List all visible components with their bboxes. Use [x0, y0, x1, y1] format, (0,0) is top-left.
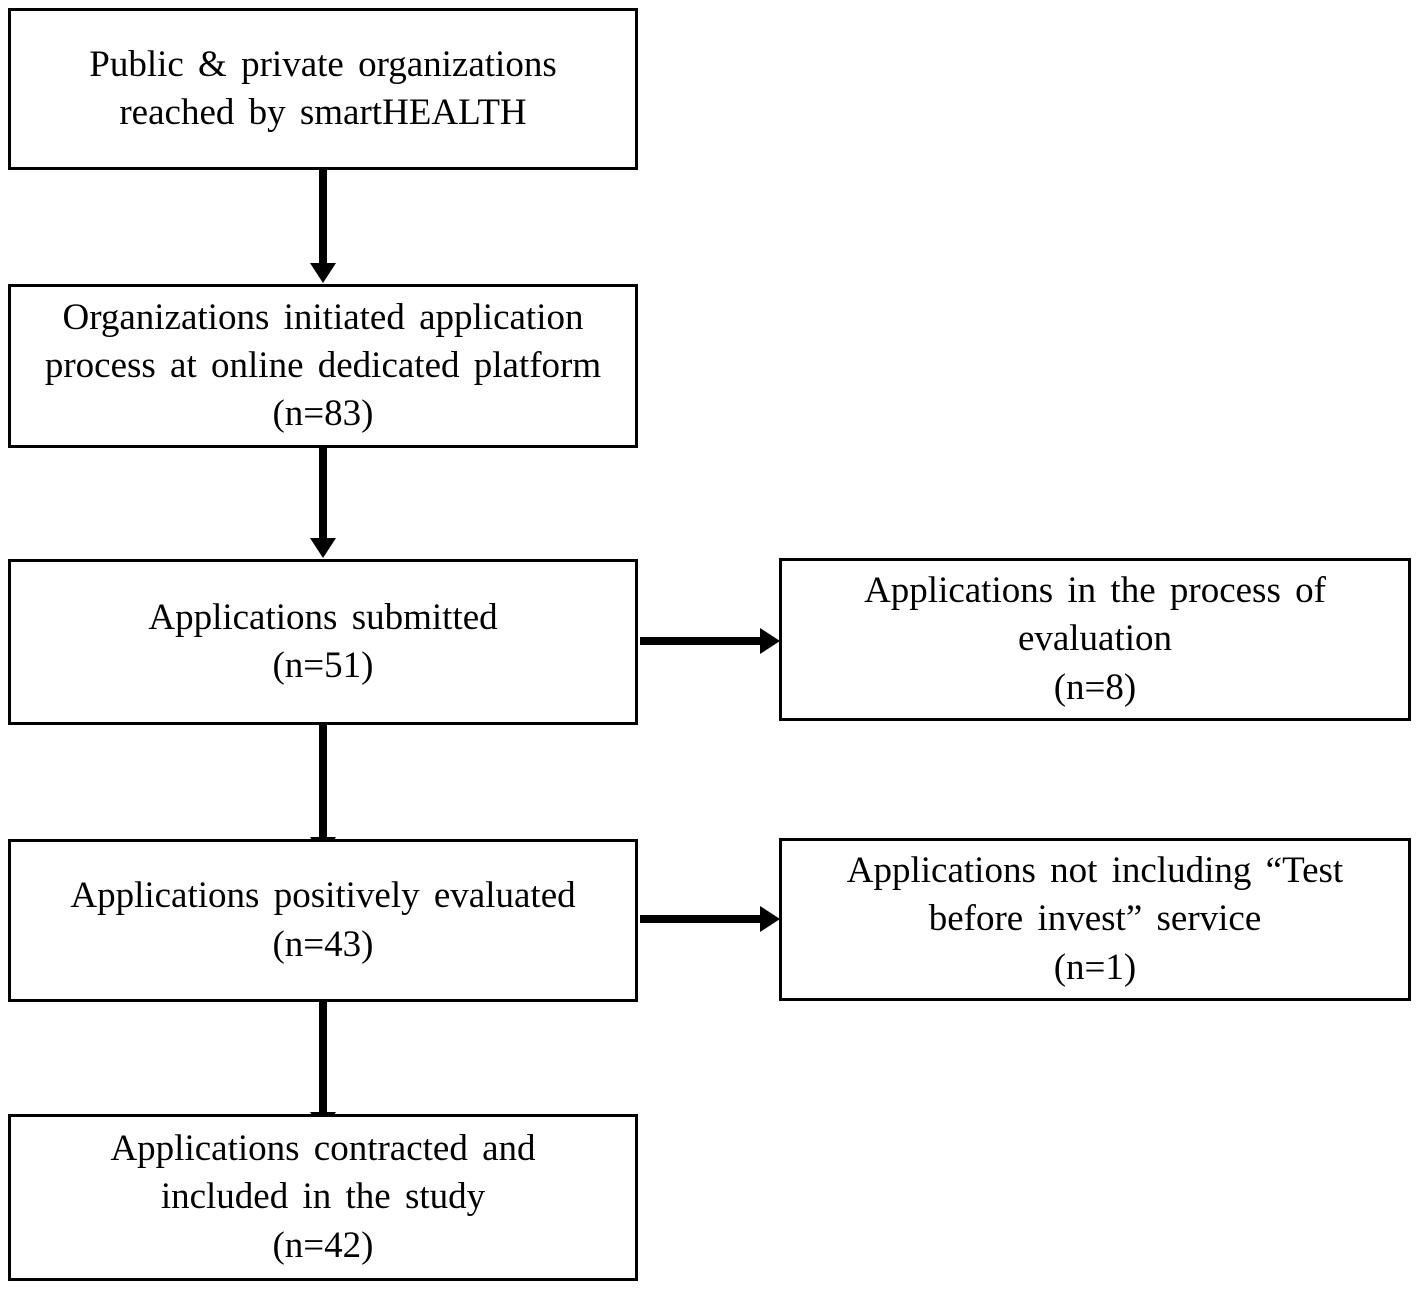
node-count: (n=83): [272, 393, 374, 435]
node-line: evaluation: [1017, 618, 1173, 660]
node-count: (n=43): [272, 923, 374, 965]
node-line: Applications submitted: [148, 596, 498, 638]
node-organizations-reached: Public & private organizations reached b…: [8, 8, 638, 170]
node-line: Public & private organizations: [89, 43, 557, 85]
node-line: before invest” service: [928, 898, 1262, 940]
arrow-head-down-icon: [310, 263, 336, 283]
node-count: (n=42): [272, 1224, 374, 1266]
arrow-head-right-icon: [760, 628, 780, 654]
node-line: reached by smartHEALTH: [119, 92, 527, 133]
node-line: process at online dedicated platform: [44, 344, 602, 386]
node-applications-contracted: Applications contracted and included in …: [8, 1114, 638, 1281]
arrow-shaft: [319, 1002, 327, 1114]
node-line: Applications in the process of: [864, 570, 1326, 612]
arrow-shaft: [640, 915, 762, 923]
node-line: Applications not including “Test: [846, 850, 1344, 892]
node-application-initiated: Organizations initiated application proc…: [8, 284, 638, 448]
arrow-head-right-icon: [760, 906, 780, 932]
arrow-shaft: [319, 725, 327, 839]
arrow-shaft: [319, 448, 327, 540]
node-count: (n=8): [1053, 666, 1137, 708]
node-count: (n=1): [1053, 946, 1137, 988]
node-count: (n=51): [272, 645, 374, 686]
node-line: Applications positively evaluated: [70, 875, 576, 917]
node-applications-positively-evaluated: Applications positively evaluated (n=43): [8, 839, 638, 1002]
node-applications-submitted: Applications submitted (n=51): [8, 559, 638, 725]
node-applications-not-including-test: Applications not including “Test before …: [779, 838, 1411, 1001]
node-applications-in-evaluation: Applications in the process of evaluatio…: [779, 558, 1411, 721]
node-line: Applications contracted and: [110, 1128, 536, 1170]
arrow-shaft: [319, 170, 327, 265]
node-line: included in the study: [160, 1176, 486, 1218]
node-line: Organizations initiated application: [62, 296, 584, 338]
arrow-shaft: [640, 637, 762, 645]
arrow-head-down-icon: [310, 538, 336, 558]
